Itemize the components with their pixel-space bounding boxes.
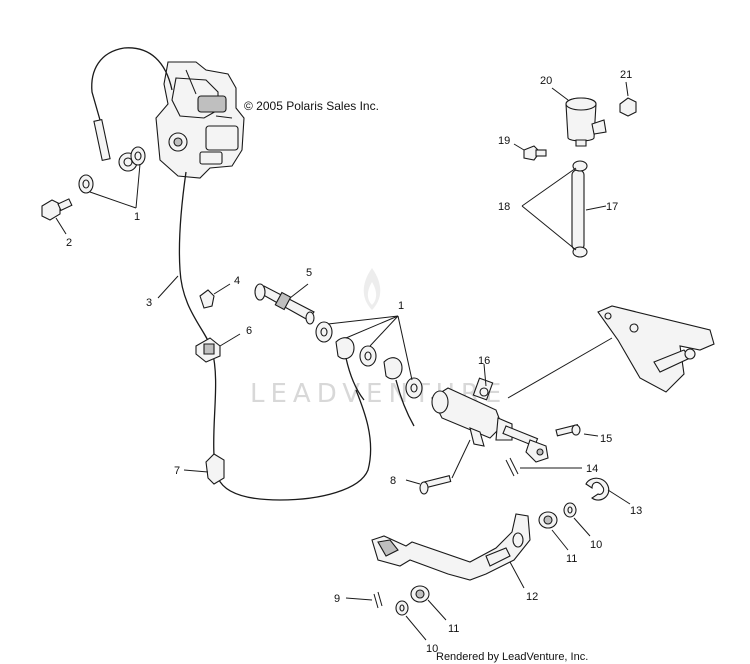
callout-18: 18 (498, 201, 510, 213)
callout-2: 2 (66, 237, 72, 249)
callout-21: 21 (620, 69, 632, 81)
washer-set-middle (315, 315, 423, 427)
callout-15: 15 (600, 433, 612, 445)
brake-hose (123, 47, 372, 501)
hose-clip-lower (183, 453, 225, 485)
brake-caliper (155, 61, 245, 179)
retaining-clip (585, 477, 631, 505)
callout-1-middle: 1 (398, 300, 404, 312)
cotter-pin-lower (345, 591, 383, 609)
bushing-right (538, 511, 569, 551)
bushing-lower (410, 585, 447, 621)
callout-8: 8 (390, 475, 396, 487)
callout-11-right: 11 (566, 553, 577, 565)
reservoir-screw (513, 143, 547, 161)
callout-16: 16 (478, 355, 490, 367)
callout-4: 4 (234, 275, 240, 287)
banjo-bolt (41, 198, 73, 235)
washer-right (563, 502, 591, 537)
callout-5: 5 (306, 267, 312, 279)
reservoir-hose (571, 169, 607, 251)
washer-lower (395, 600, 427, 641)
footer-credit: Rendered by LeadVenture, Inc. (436, 651, 588, 663)
hose-clip-small (199, 283, 231, 309)
cotter-pin (505, 457, 582, 477)
caliper-banjo-fitting (91, 47, 138, 172)
watermark-logo (363, 268, 381, 310)
callout-3: 3 (146, 297, 152, 309)
pushrod (405, 439, 471, 495)
callout-10-right: 10 (590, 539, 602, 551)
copyright-text: © 2005 Polaris Sales Inc. (244, 99, 379, 113)
brake-fluid-reservoir (551, 87, 607, 147)
callout-12: 12 (526, 591, 538, 603)
cap-nut (619, 81, 637, 117)
callout-7: 7 (174, 465, 180, 477)
callout-20: 20 (540, 75, 552, 87)
callout-9: 9 (334, 593, 340, 605)
callout-6: 6 (246, 325, 252, 337)
callout-19: 19 (498, 135, 510, 147)
callout-10-lower: 10 (426, 643, 438, 655)
hose-clamps (521, 160, 588, 258)
mounting-bracket (597, 305, 715, 393)
washer-pair-caliper (78, 146, 146, 209)
hose-clamp (195, 333, 241, 363)
callout-11-lower: 11 (448, 623, 459, 635)
callout-17: 17 (606, 201, 618, 213)
callout-labels: 1 2 3 4 5 1 6 7 8 9 10 10 11 11 12 13 14… (66, 69, 642, 655)
brake-pedal (371, 513, 531, 589)
callout-13: 13 (630, 505, 642, 517)
callout-14: 14 (586, 463, 598, 475)
banjo-bolt-long (254, 283, 315, 325)
clevis-pin (555, 424, 599, 437)
master-cylinder (431, 337, 613, 463)
callout-1-caliper: 1 (134, 211, 140, 223)
